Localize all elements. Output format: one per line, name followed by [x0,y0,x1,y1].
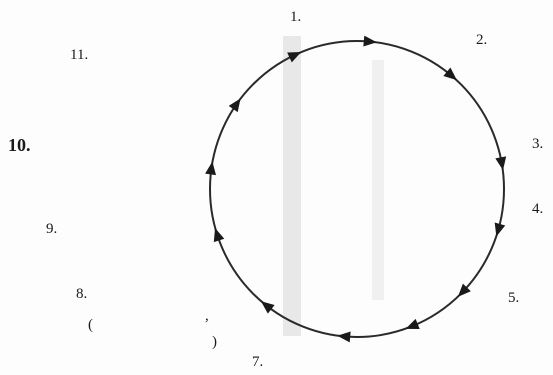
cycle-circle [209,40,505,338]
cycle-arrowhead [363,35,377,47]
label-step-9: 9. [46,221,58,237]
cycle-arrowhead [337,331,351,343]
blank-open-paren: ( [88,317,93,333]
label-step-8: 8. [76,286,88,302]
label-step-2: 2. [476,32,488,48]
cycle-arrowhead [228,98,241,113]
cycle-arrows [205,35,507,343]
label-step-10: 10. [8,135,31,155]
cycle-arrowhead [405,318,420,330]
label-step-11: 11. [70,47,89,63]
scan-shade-band [283,36,301,336]
blank-comma: , [205,308,209,324]
label-step-3: 3. [532,136,544,152]
label-step-1: 1. [290,9,302,25]
label-step-5: 5. [508,290,520,306]
blank-close-paren: ) [212,334,217,350]
cycle-arrowhead [494,222,506,237]
cycle-arrowhead [260,301,275,314]
scan-shade-band-light [372,60,384,300]
cycle-arrowhead [495,156,507,171]
label-step-7: 7. [252,354,264,370]
cycle-arrowhead [205,161,217,176]
label-step-4: 4. [532,201,544,217]
cycle-arrowhead [443,67,457,81]
cycle-arrowhead [213,228,225,243]
cycle-arrowhead [457,283,471,297]
cycle-arrowhead [287,51,302,63]
